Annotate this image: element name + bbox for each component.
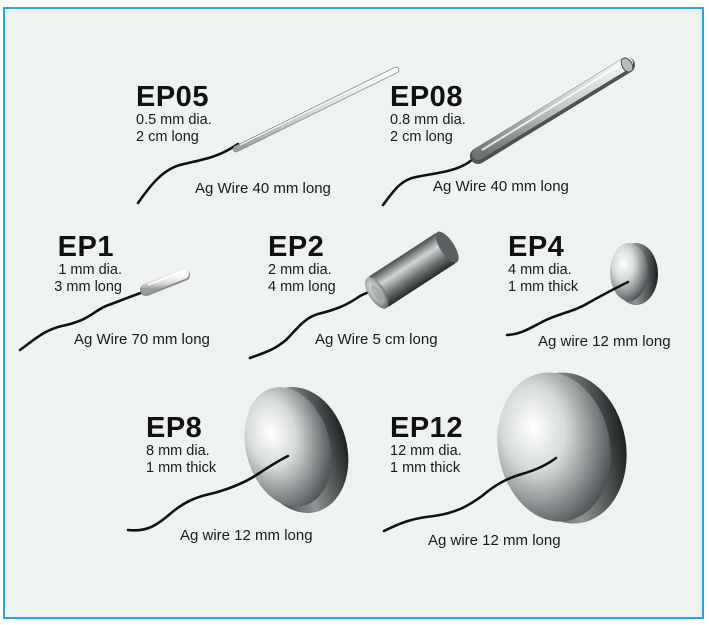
ep08-wire-label: Ag Wire 40 mm long [433, 178, 569, 195]
ep05-wire-label: Ag Wire 40 mm long [195, 180, 331, 197]
ep4-electrode-illustration [505, 243, 658, 337]
ep1-electrode-illustration [18, 269, 190, 352]
ep05-label-block: EP05 0.5 mm dia. 2 cm long [136, 82, 212, 146]
ep2-electrode-illustration [248, 231, 459, 360]
ep2-code: EP2 [268, 231, 325, 263]
ep08-length: 2 cm long [390, 129, 453, 145]
ep2-label-block: EP2 2 mm dia. 4 mm long [268, 232, 336, 296]
ep05-length: 2 cm long [136, 129, 199, 145]
ep4-code: EP4 [508, 231, 565, 263]
ep05-electrode-illustration [136, 66, 400, 205]
ep12-wire-label: Ag wire 12 mm long [428, 532, 561, 549]
ep12-code: EP12 [390, 412, 463, 444]
ep1-length: 3 mm long [54, 279, 122, 295]
ep4-wire-label: Ag wire 12 mm long [538, 333, 671, 350]
ep1-diameter: 1 mm dia. [58, 262, 122, 278]
ep12-label-block: EP12 12 mm dia. 1 mm thick [390, 413, 463, 477]
ep12-thickness: 1 mm thick [390, 460, 461, 476]
ep2-diameter: 2 mm dia. [268, 262, 332, 278]
ep2-length: 4 mm long [268, 279, 336, 295]
ep8-label-block: EP8 8 mm dia. 1 mm thick [146, 413, 216, 477]
ep12-diameter: 12 mm dia. [390, 443, 462, 459]
ep08-electrode-illustration [381, 57, 635, 207]
ep8-wire-label: Ag wire 12 mm long [180, 527, 313, 544]
ep4-diameter: 4 mm dia. [508, 262, 572, 278]
ep1-label-block: EP1 1 mm dia. 3 mm long [28, 232, 122, 296]
ep8-code: EP8 [146, 412, 203, 444]
ep8-electrode-illustration [126, 386, 349, 532]
ep08-diameter: 0.8 mm dia. [390, 112, 466, 128]
ep08-label-block: EP08 0.8 mm dia. 2 cm long [390, 82, 466, 146]
ep4-thickness: 1 mm thick [508, 279, 579, 295]
ep05-code: EP05 [136, 81, 209, 113]
ep05-diameter: 0.5 mm dia. [136, 112, 212, 128]
ep8-diameter: 8 mm dia. [146, 443, 210, 459]
ep4-label-block: EP4 4 mm dia. 1 mm thick [508, 232, 578, 296]
ep8-thickness: 1 mm thick [146, 460, 217, 476]
ep12-electrode-illustration [382, 372, 627, 533]
ep2-wire-label: Ag Wire 5 cm long [315, 331, 438, 348]
ep08-code: EP08 [390, 81, 463, 113]
ep1-code: EP1 [57, 231, 114, 263]
ep1-wire-label: Ag Wire 70 mm long [74, 331, 210, 348]
